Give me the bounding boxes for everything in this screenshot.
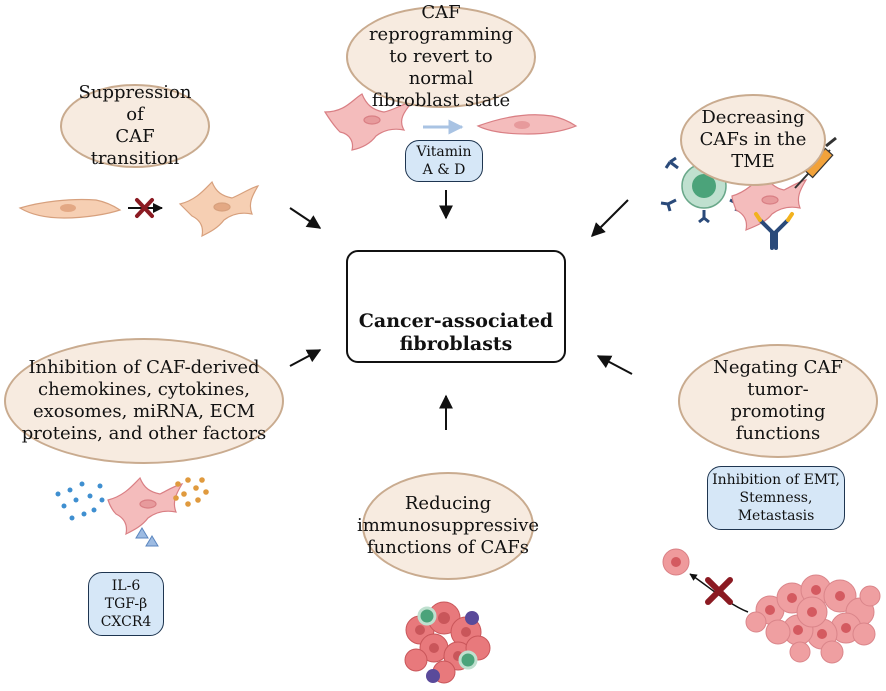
caf-cell-icon-bottom-left bbox=[107, 476, 184, 536]
arrow-bottom-left bbox=[289, 349, 322, 367]
caf-cell-icon-left bbox=[178, 180, 260, 238]
secreted-particles-icon-blue bbox=[55, 481, 105, 521]
oval-caf-reprogramming: CAF reprogramming to revert to normal fi… bbox=[346, 2, 536, 111]
arrow-top-left bbox=[289, 207, 322, 229]
metastatic-cell-icon bbox=[662, 548, 690, 576]
normal-fibroblast-icon-top bbox=[476, 114, 578, 135]
oval-decreasing-cafs: Decreasing CAFs in the TME bbox=[680, 94, 826, 186]
oval-suppression-caf-transition: Suppression of CAF transition bbox=[60, 82, 210, 169]
oval-negating-tumor-promoting: Negating CAF tumor- promoting functions bbox=[678, 344, 878, 458]
inhibition-x-icon-left bbox=[135, 198, 154, 218]
box-inhibition-emt: Inhibition of EMT, Stemness, Metastasis bbox=[707, 466, 845, 530]
antibody-icon bbox=[754, 212, 794, 250]
secreted-particles-icon-orange bbox=[173, 477, 209, 507]
tumor-mass-icon bbox=[745, 574, 881, 664]
normal-fibroblast-icon-left bbox=[18, 198, 122, 219]
arrow-bottom-right bbox=[596, 355, 633, 375]
oval-reducing-immunosuppressive: Reducing immunosuppressive functions of … bbox=[357, 472, 539, 580]
center-label: Cancer-associated fibroblasts bbox=[358, 310, 554, 355]
center-box bbox=[346, 250, 566, 363]
oval-inhibition-caf-factors: Inhibition of CAF-derived chemokines, cy… bbox=[4, 338, 284, 464]
box-vitamin: Vitamin A & D bbox=[405, 140, 483, 182]
box-factors: IL-6 TGF-β CXCR4 bbox=[88, 572, 164, 636]
exosome-icon bbox=[135, 527, 159, 547]
inhibition-x-icon-right bbox=[705, 577, 733, 605]
arrow-top-right bbox=[591, 199, 629, 237]
tumor-immune-cluster-icon bbox=[404, 601, 491, 684]
